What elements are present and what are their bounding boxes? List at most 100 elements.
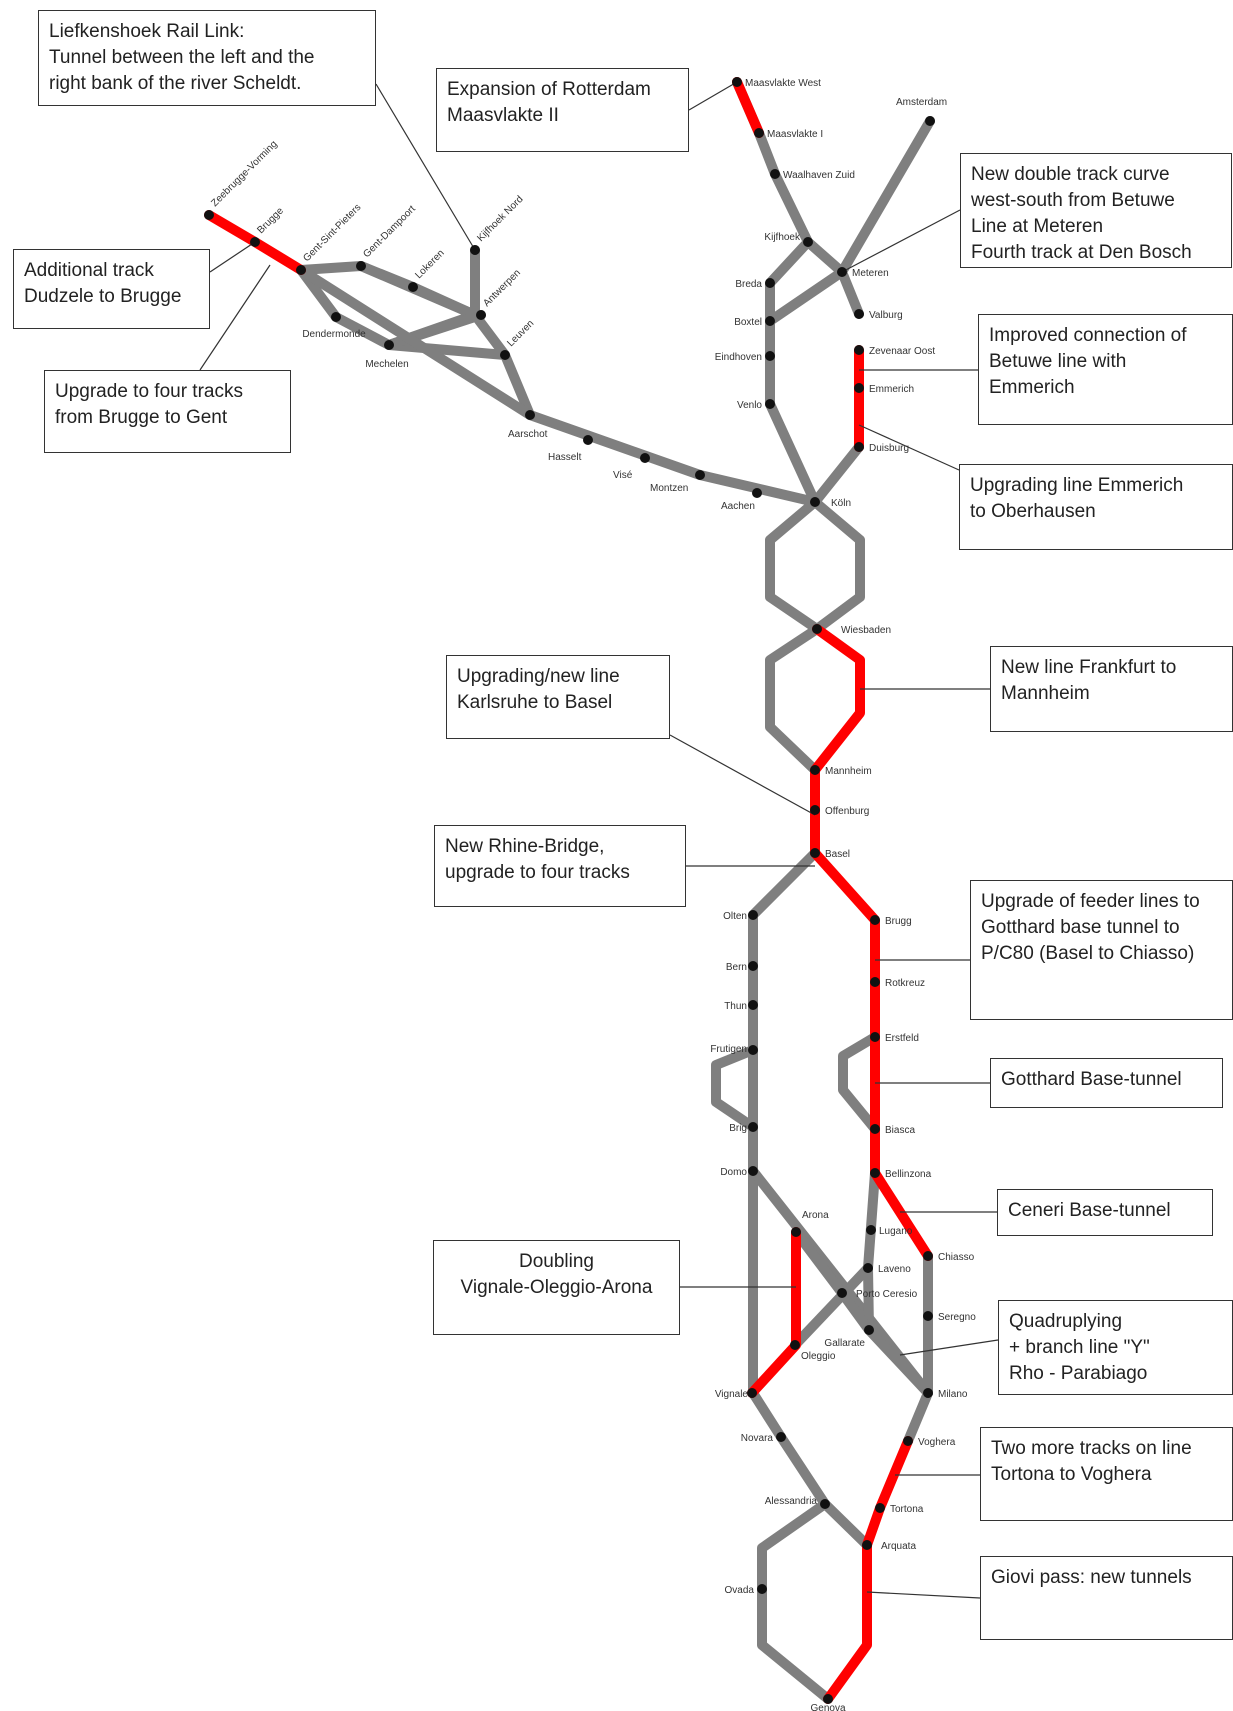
callout-leader — [866, 1591, 981, 1599]
callout-brugge-gent: Upgrade to four tracks from Brugge to Ge… — [44, 370, 291, 453]
station-dot-bern — [748, 961, 758, 971]
station-label-eindhoven: Eindhoven — [715, 352, 762, 363]
station-dot-arona — [791, 1227, 801, 1237]
callout-gotthard-tunnel: Gotthard Base-tunnel — [990, 1058, 1223, 1108]
callout-giovi: Giovi pass: new tunnels — [980, 1556, 1233, 1640]
upgraded-track-segment — [747, 1227, 801, 1398]
callout-vignale-arona: Doubling Vignale-Oleggio-Arona — [433, 1240, 680, 1335]
station-label-tortona: Tortona — [890, 1504, 924, 1515]
station-dot-arquata — [862, 1540, 872, 1550]
station-label-laveno: Laveno — [878, 1264, 911, 1275]
station-label-zeebrugge: Zeebrugge-Vorming — [209, 139, 279, 209]
existing-track-segment — [748, 1388, 872, 1550]
station-label-dendermonde: Dendermonde — [302, 329, 366, 340]
station-dot-thun — [748, 1000, 758, 1010]
station-dot-gallarate — [864, 1325, 874, 1335]
station-label-gent_dampoort: Gent-Dampoort — [361, 203, 418, 260]
station-dot-gent — [296, 265, 306, 275]
station-dot-lugano — [866, 1225, 876, 1235]
station-dot-frutigen — [748, 1045, 758, 1055]
callout-liefkenshoek: Liefkenshoek Rail Link: Tunnel between t… — [38, 10, 376, 106]
station-dot-mannheim — [810, 765, 820, 775]
station-dot-mechelen — [384, 340, 394, 350]
existing-track-segment — [765, 237, 820, 507]
existing-track-segment — [791, 1227, 933, 1398]
station-dot-dendermonde — [331, 312, 341, 322]
callout-leader — [841, 209, 961, 273]
station-label-rotkreuz: Rotkreuz — [885, 978, 925, 989]
existing-track-segment — [748, 848, 820, 1398]
existing-track-segment — [903, 1388, 933, 1446]
station-label-visé: Visé — [613, 470, 633, 481]
station-dot-boxtel — [765, 316, 775, 326]
callout-karlsruhe-basel: Upgrading/new line Karlsruhe to Basel — [446, 655, 670, 739]
station-label-arona: Arona — [802, 1210, 829, 1221]
existing-track-segment — [765, 624, 822, 775]
station-label-hasselt: Hasselt — [548, 452, 582, 463]
station-dot-venlo — [765, 399, 775, 409]
station-label-vignale: Vignale — [715, 1389, 749, 1400]
station-dot-brugg — [870, 915, 880, 925]
station-dot-seregno — [923, 1311, 933, 1321]
station-dot-koln — [810, 497, 820, 507]
station-dot-offenburg — [810, 805, 820, 815]
station-dot-emmerich — [854, 383, 864, 393]
station-label-lokeren: Lokeren — [413, 248, 446, 281]
station-label-voghera: Voghera — [918, 1437, 956, 1448]
station-dot-gent_dampoort — [356, 261, 366, 271]
station-label-brugge: Brugge — [255, 205, 286, 236]
station-dot-meteren — [837, 267, 847, 277]
upgraded-track-segment — [810, 624, 865, 858]
station-label-mechelen: Mechelen — [365, 359, 408, 370]
upgraded-track-segment — [810, 848, 933, 1261]
existing-track-segment — [863, 1168, 880, 1335]
station-label-thun: Thun — [724, 1001, 747, 1012]
existing-track-segment — [765, 497, 865, 634]
station-dot-hasselt — [583, 435, 593, 445]
callout-emmerich-connection: Improved connection of Betuwe line with … — [978, 314, 1233, 425]
callout-leader — [199, 264, 271, 371]
callout-ceneri-tunnel: Ceneri Base-tunnel — [997, 1189, 1213, 1236]
callout-leader — [899, 1339, 999, 1356]
station-label-montzen: Montzen — [650, 483, 688, 494]
station-label-mannheim: Mannheim — [825, 766, 872, 777]
callout-maasvlakte: Expansion of Rotterdam Maasvlakte II — [436, 68, 689, 152]
existing-track-segment — [757, 1499, 833, 1704]
callout-frankfurt-mannheim: New line Frankfurt to Mannheim — [990, 646, 1233, 732]
station-label-offenburg: Offenburg — [825, 806, 869, 817]
station-label-chiasso: Chiasso — [938, 1252, 975, 1263]
station-label-breda: Breda — [735, 279, 762, 290]
station-label-emmerich: Emmerich — [869, 384, 914, 395]
station-dot-amsterdam — [925, 116, 935, 126]
station-label-ovada: Ovada — [725, 1585, 755, 1596]
station-dot-bellinzona — [870, 1168, 880, 1178]
callout-tortona-voghera: Two more tracks on line Tortona to Voghe… — [980, 1427, 1233, 1521]
station-dot-duisburg — [854, 442, 864, 452]
callout-dudzele: Additional track Dudzele to Brugge — [13, 249, 210, 329]
station-label-porto_ceresio: Porto Ceresio — [856, 1289, 918, 1300]
station-label-amsterdam: Amsterdam — [896, 97, 947, 108]
station-dot-porto_ceresio — [837, 1288, 847, 1298]
station-dot-breda — [765, 278, 775, 288]
callout-emmerich-oberhausen: Upgrading line Emmerich to Oberhausen — [959, 464, 1233, 550]
existing-track-segment — [810, 442, 864, 507]
station-dot-tortona — [875, 1503, 885, 1513]
station-dot-waalhaven_zuid — [770, 169, 780, 179]
station-dot-montzen — [695, 470, 705, 480]
station-label-wiesbaden: Wiesbaden — [841, 625, 891, 636]
station-dot-ovada — [757, 1584, 767, 1594]
station-label-brig: Brig — [729, 1123, 747, 1134]
station-label-bern: Bern — [726, 962, 747, 973]
callout-gotthard-feeder: Upgrade of feeder lines to Gotthard base… — [970, 880, 1233, 1020]
station-dot-rotkreuz — [870, 977, 880, 987]
station-dot-chiasso — [923, 1251, 933, 1261]
station-dot-oleggio — [790, 1340, 800, 1350]
existing-track-segment — [837, 116, 935, 277]
station-dot-voghera — [903, 1436, 913, 1446]
existing-track-segment — [765, 267, 847, 326]
station-dot-olten — [748, 910, 758, 920]
upgraded-track-segment — [823, 1436, 913, 1704]
callout-leader — [669, 734, 816, 816]
station-label-frutigen: Frutigen — [710, 1044, 747, 1055]
